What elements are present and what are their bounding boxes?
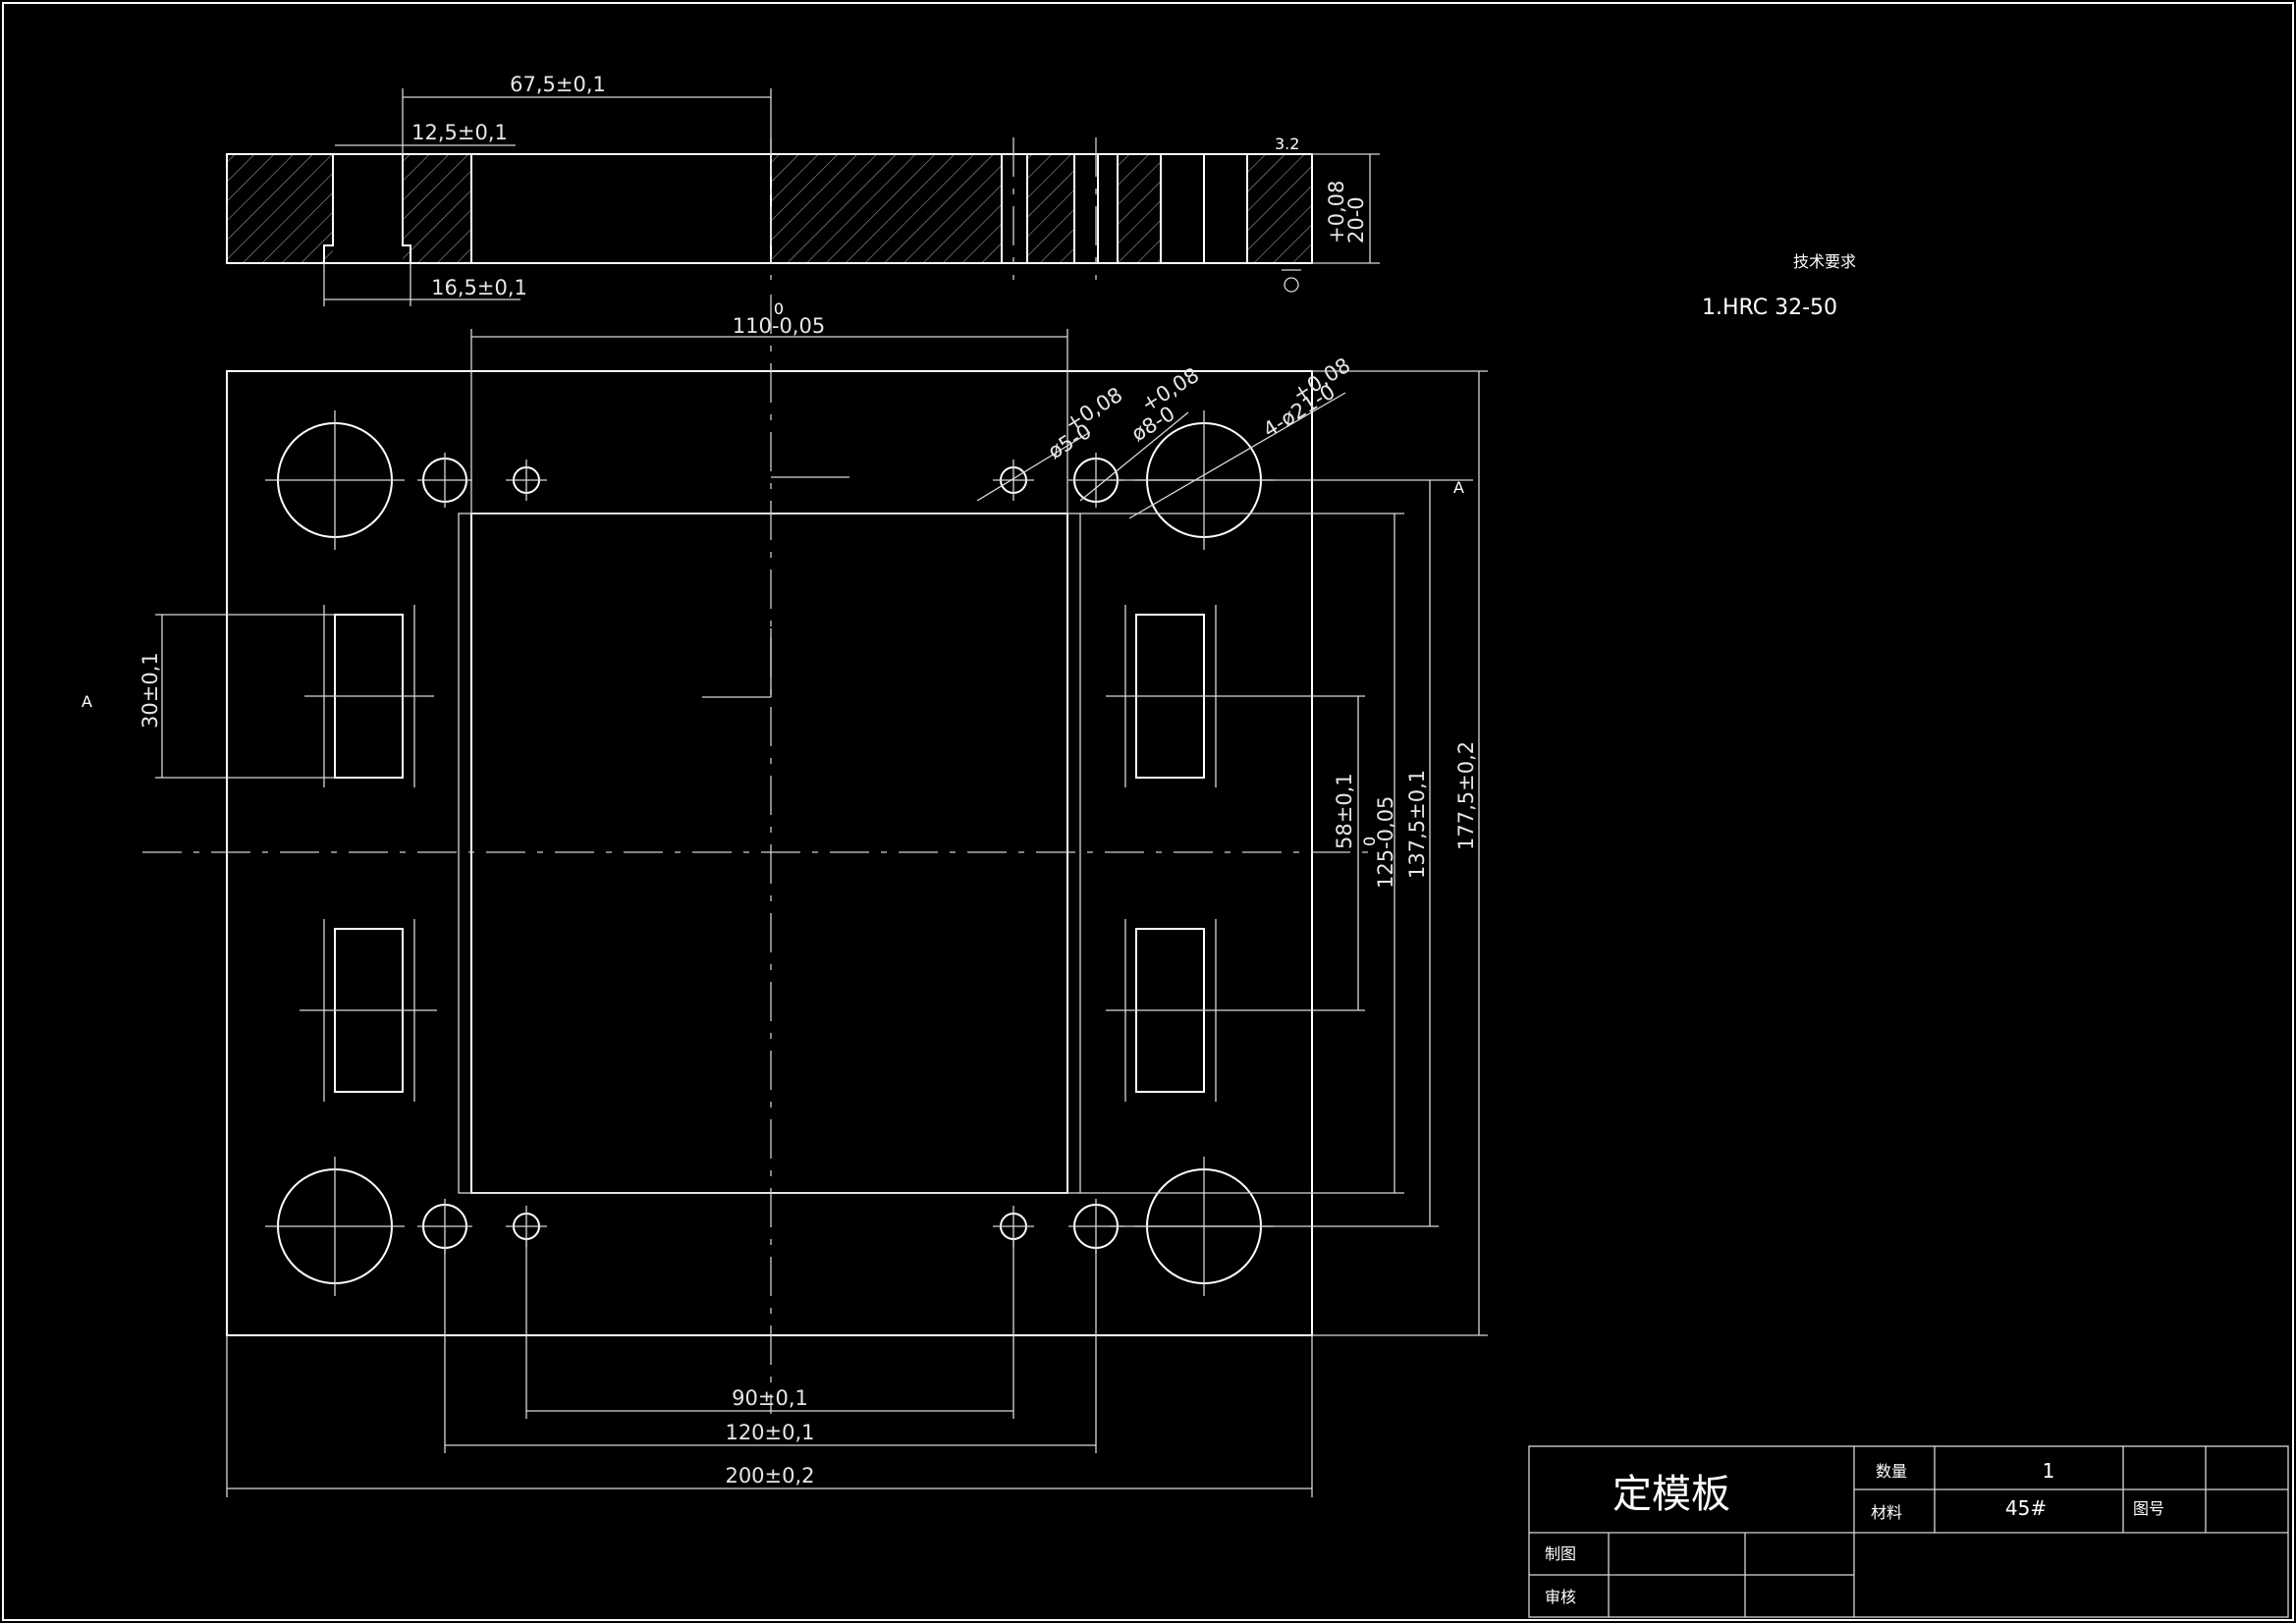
hatch-region [771, 154, 1002, 263]
section-view: 67,5±0,1 12,5±0,1 16,5±0,1 20-0 +0,08 3.… [226, 73, 1380, 306]
datum-symbol [1284, 277, 1299, 293]
hatch-region [1118, 154, 1161, 263]
notes-heading: 技术要求 [1793, 252, 1856, 271]
dim-30: 30±0,1 [138, 652, 162, 729]
checker-label: 审核 [1545, 1588, 1576, 1606]
title-block: 定模板 数量 1 材料 45# 图号 制图 审核 [1528, 1445, 2289, 1618]
dim-58: 58±0,1 [1333, 773, 1356, 849]
cavity-pocket [470, 513, 1068, 1194]
notes-item-1: 1.HRC 32-50 [1702, 296, 1837, 320]
drawing-no-label: 图号 [2133, 1499, 2164, 1518]
qty-label: 数量 [1876, 1462, 1907, 1481]
section-marker: A [82, 692, 92, 711]
dim-120: 120±0,1 [725, 1421, 814, 1444]
dim-67-5: 67,5±0,1 [510, 73, 606, 96]
plate-outline [226, 370, 1313, 1336]
dim-12-5: 12,5±0,1 [411, 121, 508, 144]
dim-125-zero: 0 [1360, 837, 1379, 846]
dim-90: 90±0,1 [732, 1386, 808, 1410]
material-value: 45# [2005, 1496, 2047, 1520]
section-outline [226, 153, 1313, 264]
section-marker: A [1453, 478, 1464, 497]
qty-value: 1 [2043, 1459, 2055, 1483]
material-label: 材料 [1871, 1503, 1902, 1522]
part-name: 定模板 [1613, 1472, 1730, 1517]
dim-110-zero: 0 [774, 299, 784, 318]
hatch-region [403, 154, 471, 263]
dim-137-5: 137,5±0,1 [1405, 770, 1429, 879]
hatch-region [1247, 154, 1312, 263]
dim-20-tol: +0,08 [1325, 181, 1348, 243]
dim-125: 125-0,05 [1374, 796, 1397, 889]
dim-110: 110-0,05 [733, 314, 825, 338]
dim-177-5: 177,5±0,2 [1454, 741, 1478, 850]
drafter-label: 制图 [1545, 1544, 1576, 1563]
plan-view: 0 110-0,05 ø5-0 +0,08 ø8-0 +0,08 4-ø21-0… [82, 295, 1488, 1497]
hatch-region [1027, 154, 1074, 263]
dim-dia5-tol: +0,08 [1061, 383, 1126, 436]
hatch-region [227, 154, 333, 263]
roughness-symbol: 3.2 [1275, 135, 1299, 153]
dim-16-5: 16,5±0,1 [431, 276, 527, 299]
dim-20: 20-0 [1344, 196, 1368, 243]
technical-notes: 技术要求 1.HRC 32-50 [1702, 252, 1856, 320]
dim-200: 200±0,2 [725, 1464, 814, 1488]
